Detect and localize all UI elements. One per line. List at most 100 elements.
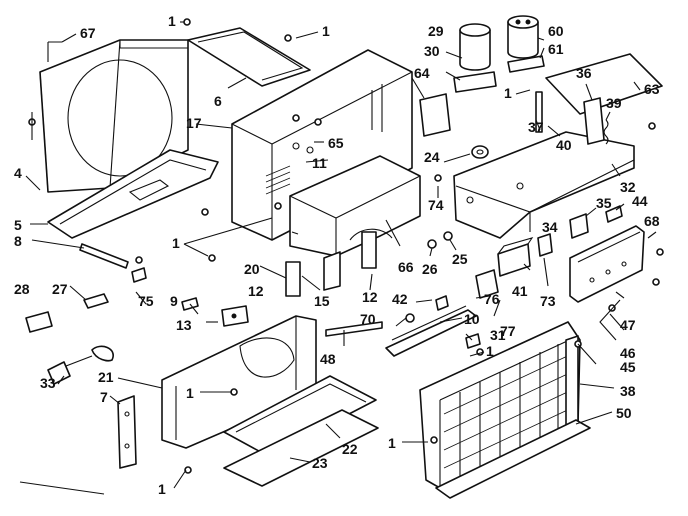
part-37-shaft bbox=[535, 91, 543, 133]
callout-11: 11 bbox=[312, 155, 327, 171]
callout-70: 70 bbox=[360, 311, 376, 327]
part-22-tray bbox=[223, 375, 377, 457]
callout-75: 75 bbox=[138, 293, 154, 309]
callout-12a: 12 bbox=[248, 283, 264, 299]
callout-65: 65 bbox=[328, 135, 344, 151]
callout-8: 8 bbox=[14, 233, 22, 249]
callout-64: 64 bbox=[414, 65, 430, 81]
callout-74: 74 bbox=[428, 197, 444, 213]
callout-33: 33 bbox=[40, 375, 56, 391]
edge-line bbox=[19, 481, 105, 495]
part-41-capacitor bbox=[497, 237, 534, 277]
part-32-control-tray bbox=[453, 131, 635, 239]
part-27-bracket bbox=[83, 293, 109, 309]
callout-66: 66 bbox=[398, 259, 414, 275]
callout-9: 9 bbox=[170, 293, 178, 309]
callout-48: 48 bbox=[320, 351, 336, 367]
part-6-top-plate bbox=[187, 27, 311, 87]
callout-42: 42 bbox=[392, 291, 408, 307]
part-24-grommet bbox=[471, 145, 489, 159]
callout-1f: 1 bbox=[486, 343, 494, 359]
part-5-base-pan bbox=[47, 149, 219, 239]
callout-63: 63 bbox=[644, 81, 660, 97]
callout-50: 50 bbox=[616, 405, 632, 421]
part-42-clip bbox=[435, 295, 449, 311]
part-44-clip bbox=[605, 205, 623, 223]
callout-61: 61 bbox=[548, 41, 564, 57]
callout-40: 40 bbox=[556, 137, 572, 153]
callout-1c: 1 bbox=[172, 235, 180, 251]
callout-30: 30 bbox=[424, 43, 440, 59]
callout-1b: 1 bbox=[322, 23, 330, 39]
part-39-spring bbox=[603, 119, 609, 145]
part-38-end-plate bbox=[565, 335, 579, 429]
callout-47: 47 bbox=[620, 317, 636, 333]
callout-27: 27 bbox=[52, 281, 68, 297]
callout-13: 13 bbox=[176, 317, 192, 333]
callout-15: 15 bbox=[314, 293, 330, 309]
callout-17: 17 bbox=[186, 115, 202, 131]
callout-6: 6 bbox=[214, 93, 222, 109]
callout-68: 68 bbox=[644, 213, 660, 229]
part-30-mount bbox=[453, 71, 497, 93]
part-10-rail bbox=[385, 305, 477, 357]
part-66-partition bbox=[289, 155, 421, 257]
part-61-strap bbox=[507, 55, 545, 73]
callout-39: 39 bbox=[606, 95, 622, 111]
part-23-tray bbox=[223, 409, 379, 487]
leader-lines bbox=[25, 21, 657, 489]
part-13-switch bbox=[221, 305, 249, 327]
part-46-control-panel bbox=[569, 225, 645, 303]
part-28-bracket bbox=[25, 311, 53, 333]
callout-21: 21 bbox=[98, 369, 114, 385]
part-75-clip bbox=[131, 267, 147, 283]
callout-12b: 12 bbox=[362, 289, 378, 305]
callout-10: 10 bbox=[464, 311, 480, 327]
callout-5: 5 bbox=[14, 217, 22, 233]
part-35-relay bbox=[569, 213, 589, 239]
callout-44: 44 bbox=[632, 193, 648, 209]
part-36-thermostat bbox=[583, 97, 605, 145]
callout-67: 67 bbox=[80, 25, 96, 41]
part-26-nut bbox=[427, 239, 437, 249]
callout-20: 20 bbox=[244, 261, 260, 277]
callout-76: 76 bbox=[484, 291, 500, 307]
callout-46: 46 bbox=[620, 345, 636, 361]
callout-31: 31 bbox=[490, 327, 506, 343]
callout-26: 26 bbox=[422, 261, 438, 277]
callout-45: 45 bbox=[620, 359, 636, 375]
callout-1g: 1 bbox=[388, 435, 396, 451]
callout-34: 34 bbox=[542, 219, 558, 235]
callout-37: 37 bbox=[528, 119, 544, 135]
part-73-switch bbox=[537, 233, 553, 257]
callout-41: 41 bbox=[512, 283, 528, 299]
part-25-nut bbox=[443, 231, 453, 241]
callout-1d: 1 bbox=[186, 385, 194, 401]
part-67-shroud bbox=[39, 39, 189, 193]
callout-labels: 67 1 1 6 17 65 4 5 8 1 11 20 12 15 12 66… bbox=[14, 13, 660, 497]
part-33-knob bbox=[47, 345, 114, 385]
part-48-strip bbox=[325, 321, 383, 337]
callout-24: 24 bbox=[424, 149, 440, 165]
callout-25: 25 bbox=[452, 251, 468, 267]
callout-36: 36 bbox=[576, 65, 592, 81]
part-70-screw bbox=[405, 313, 415, 323]
callout-1e: 1 bbox=[158, 481, 166, 497]
callout-22: 22 bbox=[342, 441, 358, 457]
part-7-side-bracket bbox=[117, 395, 137, 469]
callout-32: 32 bbox=[620, 179, 636, 195]
screws bbox=[28, 18, 664, 474]
callout-73: 73 bbox=[540, 293, 556, 309]
callout-60: 60 bbox=[548, 23, 564, 39]
callout-77: 77 bbox=[500, 323, 516, 339]
part-29-motor bbox=[459, 23, 491, 71]
part-12-brackets bbox=[285, 231, 377, 297]
callout-1a: 1 bbox=[168, 13, 176, 29]
part-8-rod bbox=[79, 243, 129, 269]
callout-29: 29 bbox=[428, 23, 444, 39]
callout-1h: 1 bbox=[504, 85, 512, 101]
callout-35: 35 bbox=[596, 195, 612, 211]
callout-23: 23 bbox=[312, 455, 328, 471]
